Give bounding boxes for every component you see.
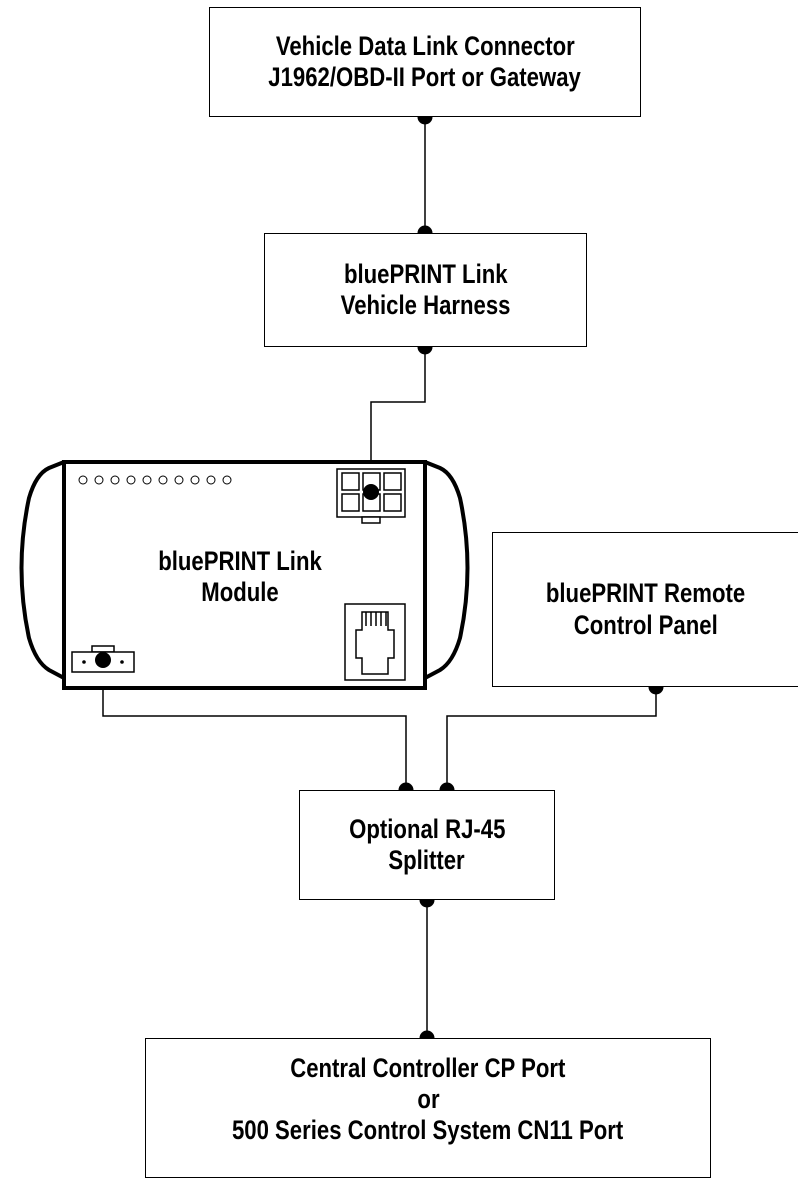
splitter-title-line2: Splitter: [388, 845, 466, 875]
module-indicator-leds: [78, 475, 232, 485]
remote-title-line2: Control Panel: [573, 609, 718, 640]
controller-title-line1: Central Controller CP Port: [290, 1053, 566, 1083]
controller-title-line3: 500 Series Control System CN11 Port: [232, 1115, 624, 1146]
rj45-splitter-box: Optional RJ-45 Splitter: [299, 790, 555, 900]
splitter-title-line1: Optional RJ-45: [348, 813, 506, 844]
remote-title-line1: bluePRINT Remote: [545, 578, 746, 609]
module-title-line2: Module: [201, 577, 279, 608]
module-right-mount: [424, 460, 470, 680]
module-port-dot: [95, 652, 111, 668]
controller-title-line2: or: [416, 1084, 440, 1115]
link-module-device: [19, 460, 470, 690]
central-controller-box: Central Controller CP Port or 500 Series…: [145, 1038, 711, 1178]
remote-control-panel-box: bluePRINT Remote Control Panel: [492, 532, 798, 687]
vehicle-harness-box: bluePRINT Link Vehicle Harness: [264, 233, 587, 347]
wire-remote-to-splitter: [446, 687, 657, 790]
module-left-mount: [19, 460, 65, 680]
link-module-label: bluePRINT Link Module: [110, 546, 370, 608]
wire-harness-to-module: [370, 347, 426, 492]
module-title-line1: bluePRINT Link: [158, 546, 322, 576]
harness-title-line1: bluePRINT Link: [343, 258, 508, 289]
module-rj-jack: [344, 603, 406, 681]
module-connector-dot: [363, 484, 379, 500]
harness-title-line2: Vehicle Harness: [340, 290, 511, 320]
dlc-title-line2: J1962/OBD-II Port or Gateway: [268, 62, 582, 92]
data-link-connector-box: Vehicle Data Link Connector J1962/OBD-II…: [209, 7, 641, 117]
dlc-title-line1: Vehicle Data Link Connector: [275, 30, 575, 61]
